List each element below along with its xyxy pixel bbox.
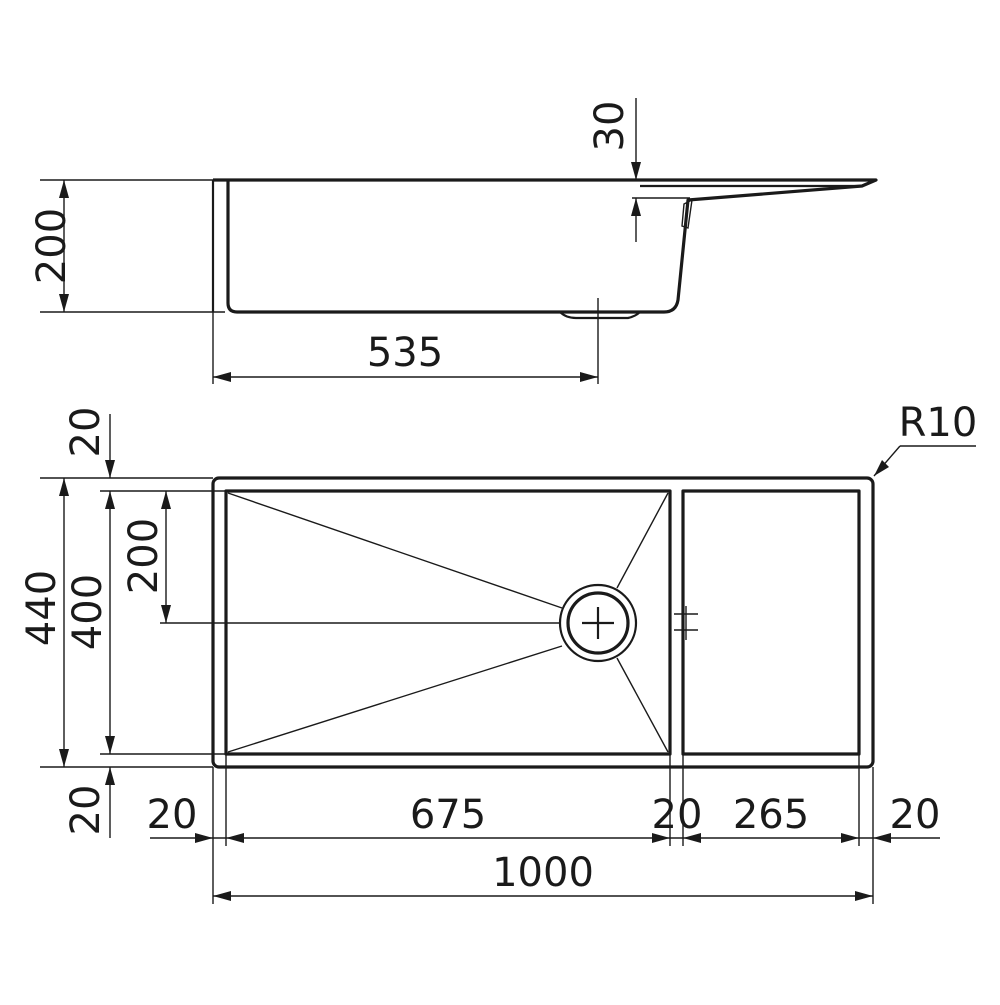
dim-535-arrow-left	[213, 372, 231, 382]
dim-20-bottom-arrow	[105, 767, 115, 785]
dim-535-arrow-right	[580, 372, 598, 382]
dim-divider-label: 20	[652, 792, 703, 838]
dim-20-left-label: 20	[147, 792, 198, 838]
dim-r10-arrow	[874, 460, 889, 476]
dim-535-label: 535	[367, 330, 443, 376]
dim-20-bottom-label: 20	[63, 785, 109, 836]
overflow-detail	[681, 198, 693, 229]
dim-265-label: 265	[733, 792, 809, 838]
dim-200b-arrow-top	[161, 491, 171, 509]
dim-265-arrow-right	[841, 833, 859, 843]
dim-200b-label: 200	[121, 518, 167, 594]
dim-1000-label: 1000	[492, 850, 594, 896]
dim-1000-arrow-left	[213, 891, 231, 901]
dim-r10-label: R10	[899, 400, 978, 446]
dim-400-arrow-bottom	[105, 736, 115, 754]
dim-30-arrow-top	[631, 162, 641, 180]
dim-20-right-label: 20	[890, 792, 941, 838]
side-view-profile	[213, 178, 878, 314]
slope-line-top-left	[227, 492, 563, 609]
side-bowl	[681, 489, 861, 756]
dim-30-arrow-bottom	[631, 198, 641, 216]
top-view: R10 20 440 400 200 20	[19, 400, 977, 904]
dim-440-label: 440	[19, 570, 65, 646]
dim-20-top-arrow	[105, 460, 115, 478]
drain-inner-ring	[566, 591, 630, 655]
slope-line-bottom-right	[616, 657, 669, 753]
dim-440-arrow-top	[59, 478, 69, 496]
side-view: 200 30 535	[29, 98, 878, 384]
dim-20-top-label: 20	[63, 407, 109, 458]
dim-20-right-arrow	[873, 833, 891, 843]
dim-1000-arrow-right	[855, 891, 873, 901]
dim-675-arrow-right	[652, 833, 670, 843]
slope-line-top-right	[616, 492, 669, 589]
dim-675-label: 675	[410, 792, 486, 838]
slope-line-bottom-left	[227, 645, 563, 753]
dim-265-arrow-left	[683, 833, 701, 843]
dim-200-arrow-bottom	[59, 294, 69, 312]
dim-200b-arrow-bottom	[161, 605, 171, 623]
dim-30-label: 30	[587, 101, 633, 152]
dim-200-arrow-top	[59, 180, 69, 198]
dim-200-label: 200	[29, 208, 75, 284]
dim-675-arrow-left	[226, 833, 244, 843]
dim-440-arrow-bottom	[59, 749, 69, 767]
dim-20-left-arrow	[195, 833, 213, 843]
drain-outlet-profile	[559, 311, 641, 320]
dim-400-label: 400	[65, 574, 111, 650]
